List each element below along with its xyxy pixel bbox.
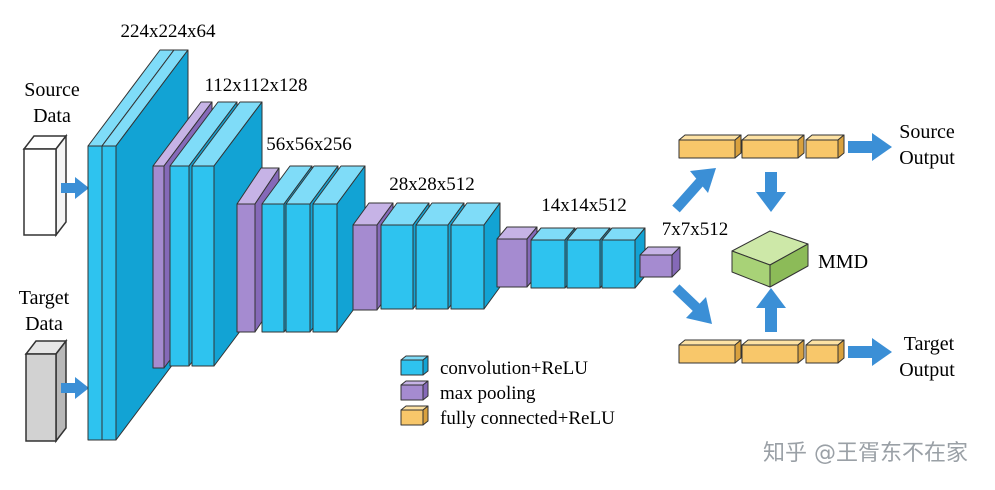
- legend-label-conv: convolution+ReLU: [440, 358, 588, 379]
- layer5-size-label: 14x14x512: [541, 195, 627, 216]
- source-fc1-block: [678, 134, 742, 159]
- target-output-arrow: [848, 338, 892, 366]
- target-fc3-block: [805, 339, 845, 364]
- source-fc2-block: [741, 134, 805, 159]
- branch-arrow-up: [672, 168, 716, 213]
- conv4-block-c: [450, 202, 501, 310]
- pool5-block: [639, 246, 681, 278]
- target-fc1-block: [678, 339, 742, 364]
- target-input-arrow: [61, 377, 89, 399]
- target-data-label-line2: Data: [25, 313, 63, 335]
- target-data-label-line1: Target: [19, 287, 70, 309]
- legend: convolution+ReLU max pooling fully connect…: [400, 355, 615, 429]
- layer4-size-label: 28x28x512: [389, 174, 475, 195]
- source-output-label-line2: Output: [899, 147, 955, 169]
- source-data-label-line2: Data: [33, 105, 71, 127]
- mmd-block: [731, 230, 809, 288]
- legend-label-fc: fully connected+ReLU: [440, 408, 615, 429]
- source-input-arrow: [61, 177, 89, 199]
- layer1-size-label: 224x224x64: [121, 21, 217, 42]
- source-data-label-line1: Source: [24, 79, 80, 101]
- mmd-arrow-from-target: [756, 288, 786, 332]
- legend-swatch-fc: [400, 405, 429, 426]
- source-fc3-block: [805, 134, 845, 159]
- target-output-label-line1: Target: [904, 333, 955, 355]
- legend-label-pool: max pooling: [440, 383, 536, 404]
- source-output-arrow: [848, 133, 892, 161]
- legend-swatch-pool: [400, 380, 429, 401]
- layer6-size-label: 7x7x512: [662, 219, 729, 240]
- mmd-label: MMD: [818, 251, 868, 273]
- legend-swatch-conv: [400, 355, 429, 376]
- conv5-block-c: [601, 227, 646, 289]
- source-output-label-line1: Source: [899, 121, 955, 143]
- source-data-input: [22, 133, 68, 238]
- watermark: 知乎 @王胥东不在家: [763, 441, 968, 466]
- layer2-size-label: 112x112x128: [204, 75, 307, 96]
- layer3-size-label: 56x56x256: [266, 134, 352, 155]
- conv3-block-c: [312, 165, 366, 333]
- branch-arrow-down: [672, 284, 712, 324]
- mmd-arrow-from-source: [756, 172, 786, 212]
- target-output-label-line2: Output: [899, 359, 955, 381]
- target-fc2-block: [741, 339, 805, 364]
- layer-blocks: [87, 49, 845, 441]
- target-data-input: [24, 338, 68, 444]
